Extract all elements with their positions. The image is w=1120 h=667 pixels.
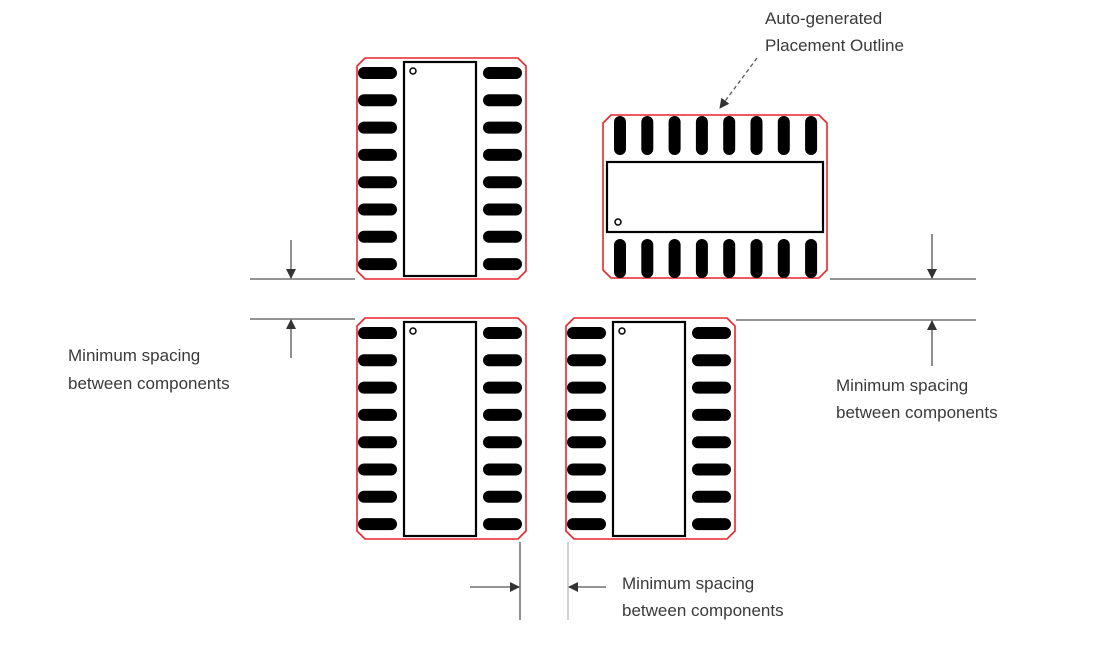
pad — [777, 116, 790, 155]
components-layer — [356, 57, 828, 540]
pad — [483, 258, 522, 271]
pad — [483, 148, 522, 161]
pad — [750, 116, 763, 155]
spacing-label-right-line1: Minimum spacing — [836, 376, 968, 395]
pad — [483, 408, 522, 421]
dashed-arrow-icon — [719, 57, 758, 109]
pad — [692, 381, 731, 394]
pad — [641, 116, 654, 155]
placement-outline — [565, 317, 736, 540]
pad — [777, 239, 790, 278]
pad — [668, 116, 681, 155]
pad — [483, 121, 522, 134]
pad — [483, 463, 522, 476]
pad — [358, 148, 397, 161]
spacing-label-left-line2: between components — [68, 374, 230, 393]
pad — [692, 354, 731, 367]
component-body — [605, 160, 825, 234]
pad — [614, 239, 626, 278]
pad — [567, 408, 606, 421]
pad — [358, 408, 397, 421]
pad — [358, 518, 397, 531]
pad — [358, 176, 397, 189]
pad — [483, 203, 522, 216]
placement-outline — [602, 114, 828, 279]
pad — [358, 121, 397, 134]
pad — [567, 463, 606, 476]
component-body — [402, 60, 478, 278]
pad — [483, 230, 522, 243]
spacing-dimension-right — [736, 234, 976, 366]
pad — [483, 327, 522, 339]
pad — [567, 490, 606, 503]
pad — [483, 518, 522, 531]
pad — [692, 327, 731, 339]
pad — [358, 354, 397, 367]
pin1-marker-icon — [614, 218, 622, 226]
pin1-marker-icon — [409, 67, 417, 75]
pad — [692, 436, 731, 449]
pad — [805, 116, 818, 155]
outline-label-line2: Placement Outline — [765, 36, 904, 55]
pad — [358, 203, 397, 216]
pad — [358, 258, 397, 271]
pad — [750, 239, 763, 278]
pad — [641, 239, 654, 278]
spacing-label-bottom-line1: Minimum spacing — [622, 574, 754, 593]
pin1-marker-icon — [618, 327, 626, 335]
pad — [483, 490, 522, 503]
pad — [692, 518, 731, 531]
pad — [483, 436, 522, 449]
spacing-label-left-line1: Minimum spacing — [68, 346, 200, 365]
pad — [692, 490, 731, 503]
pad — [567, 354, 606, 367]
component-bottom-left — [356, 317, 527, 540]
component-top-left — [356, 57, 527, 280]
pad — [483, 354, 522, 367]
pad — [567, 381, 606, 394]
pad — [358, 230, 397, 243]
pad — [483, 381, 522, 394]
component-top-right — [602, 114, 828, 279]
pad — [483, 67, 522, 79]
component-body — [402, 320, 478, 538]
pad — [567, 327, 606, 339]
pad — [358, 381, 397, 394]
pad — [805, 239, 818, 278]
spacing-dimension-left — [250, 240, 355, 358]
pad — [567, 436, 606, 449]
pad — [358, 327, 397, 339]
pin1-marker-icon — [409, 327, 417, 335]
pad — [483, 94, 522, 107]
pad — [358, 463, 397, 476]
spacing-label-bottom-line2: between components — [622, 601, 784, 620]
pad — [723, 116, 736, 155]
outline-label-line1: Auto-generated — [765, 9, 882, 28]
pad — [692, 408, 731, 421]
pad — [692, 463, 731, 476]
component-body — [611, 320, 687, 538]
pad — [358, 67, 397, 79]
pad — [358, 490, 397, 503]
component-bottom-right — [565, 317, 736, 540]
pad — [695, 116, 708, 155]
spacing-dimension-bottom — [470, 542, 606, 620]
pad — [723, 239, 736, 278]
pad — [358, 436, 397, 449]
spacing-label-right-line2: between components — [836, 403, 998, 422]
pad — [358, 94, 397, 107]
placement-outline — [356, 317, 527, 540]
pad — [695, 239, 708, 278]
pad — [483, 176, 522, 189]
pad — [614, 116, 626, 155]
pad — [668, 239, 681, 278]
placement-outline — [356, 57, 527, 280]
pad — [567, 518, 606, 531]
